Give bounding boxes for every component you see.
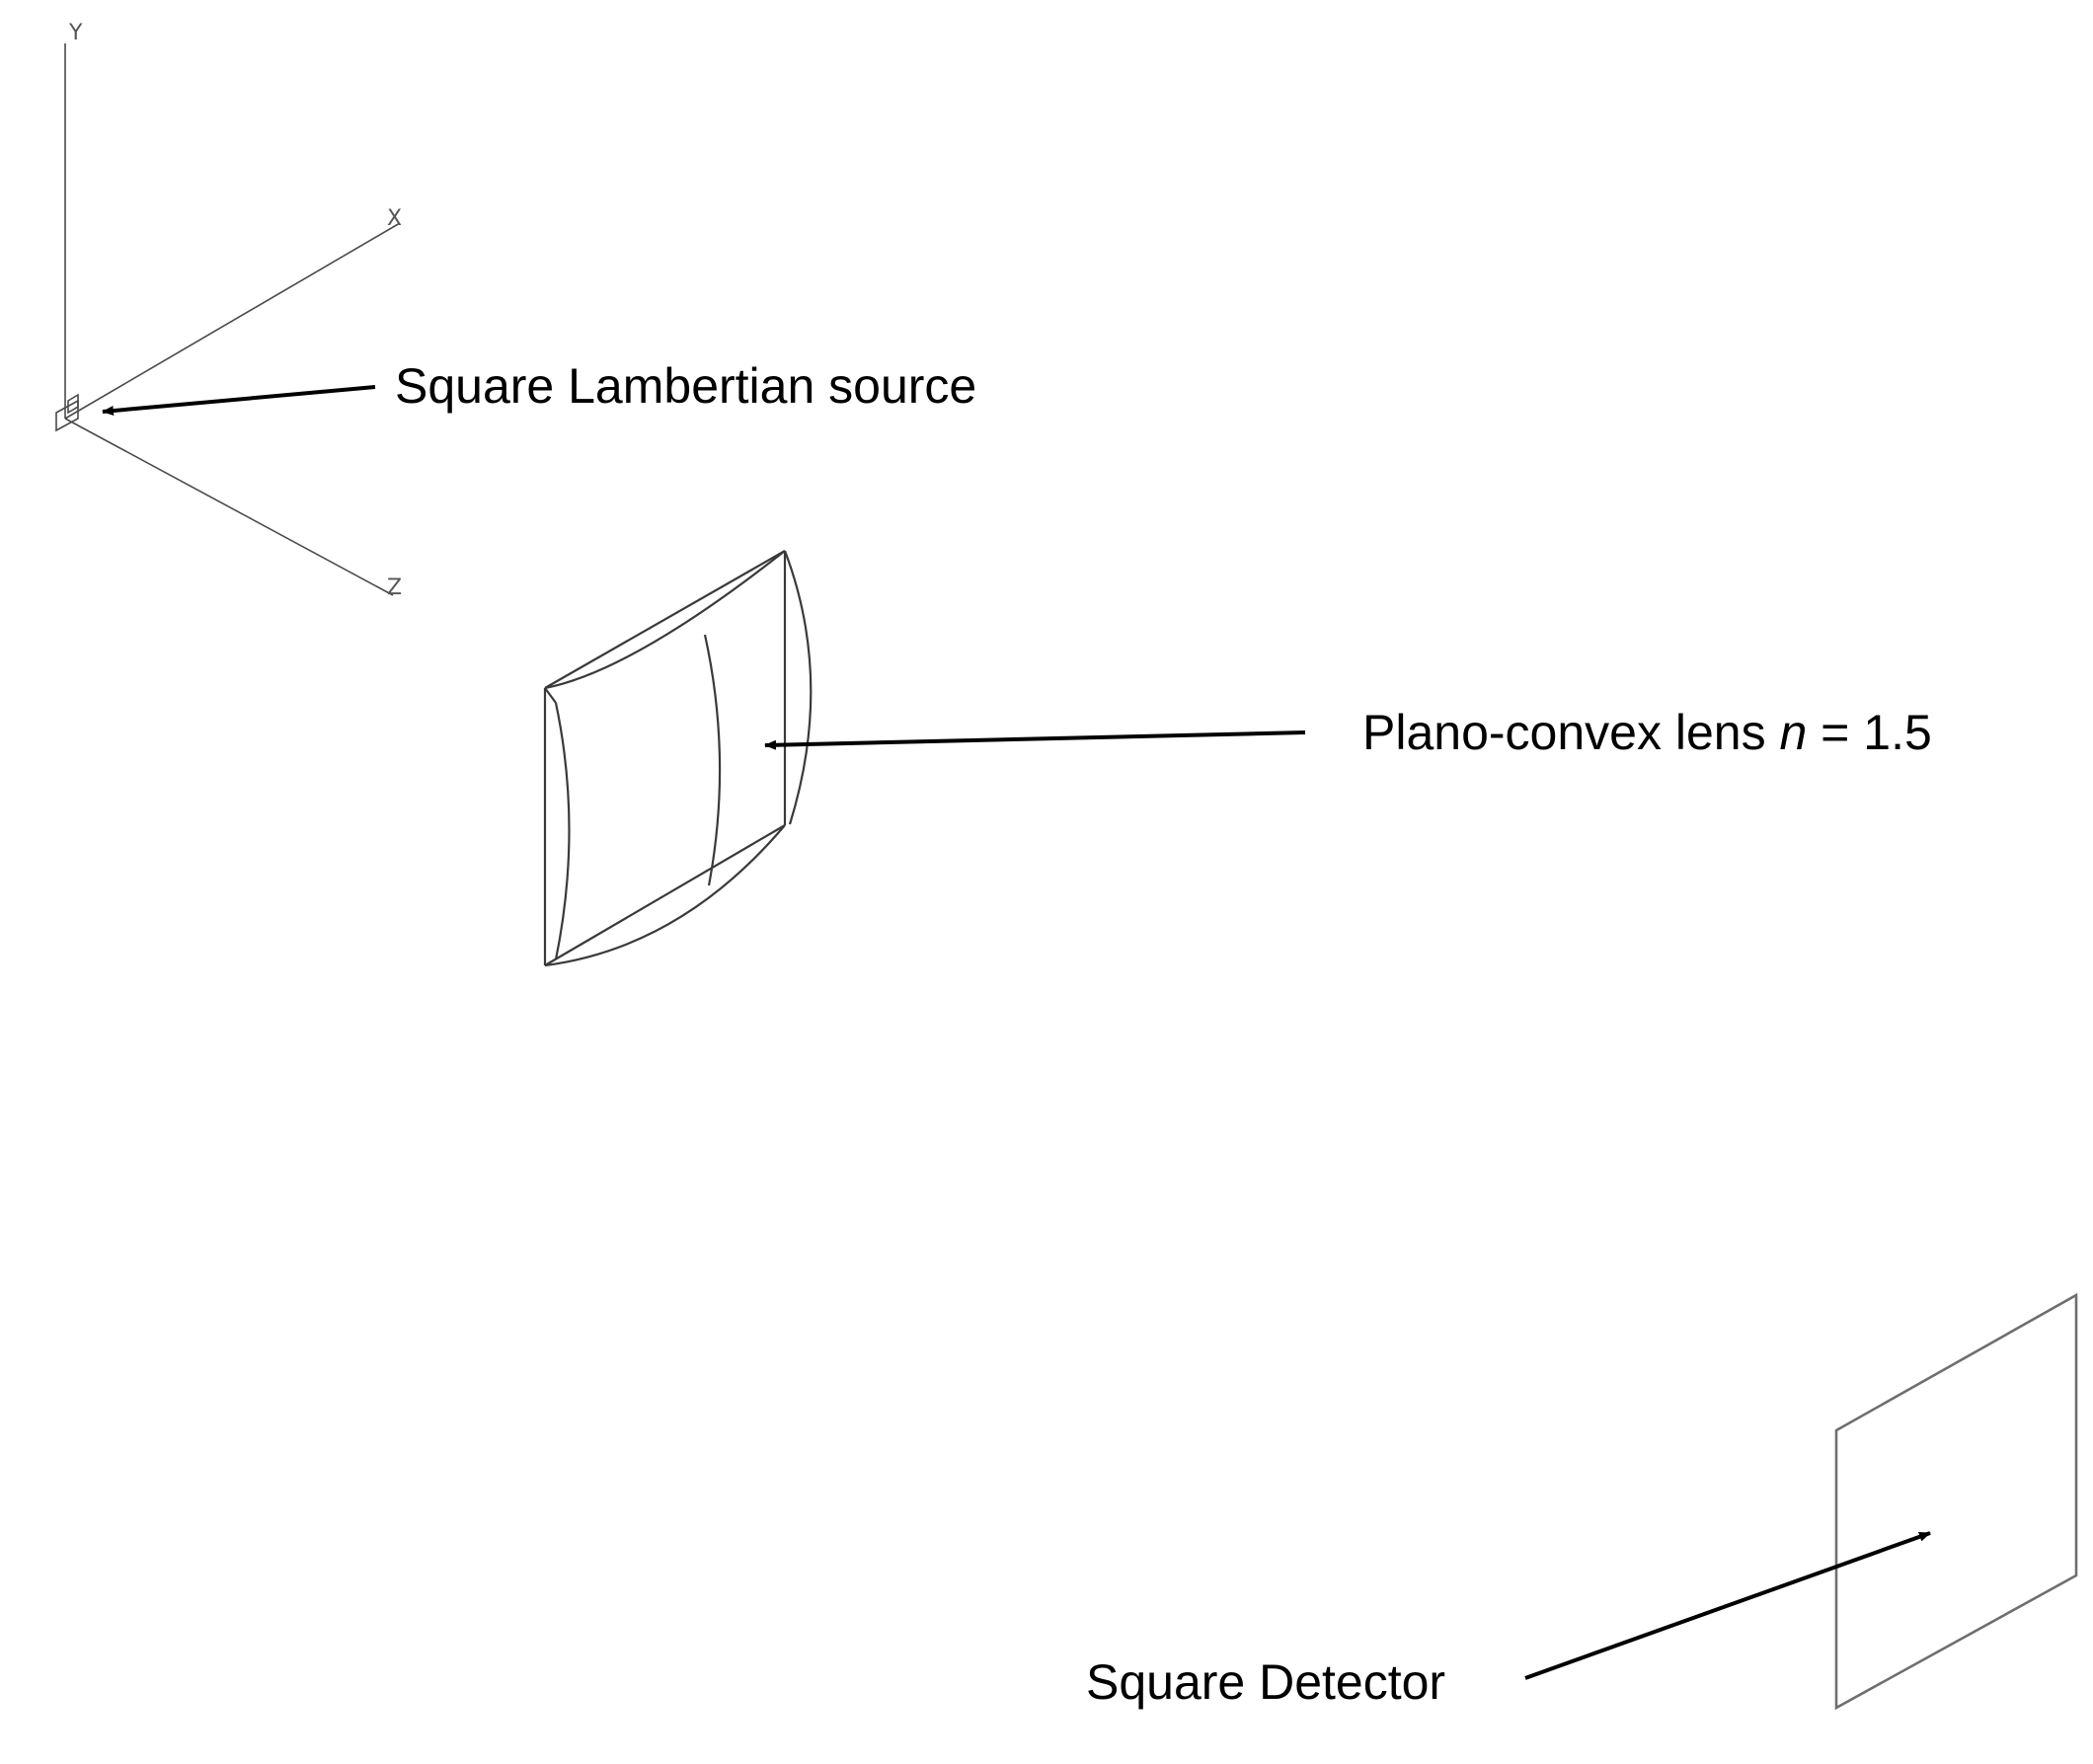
z-axis-label: Z bbox=[387, 575, 402, 600]
plano-convex-lens-shape bbox=[543, 550, 813, 967]
source-label: Square Lambertian source bbox=[395, 358, 976, 414]
detector-label: Square Detector bbox=[1086, 1654, 1445, 1710]
lens-arrow bbox=[764, 730, 1306, 750]
square-detector-shape bbox=[1834, 1292, 2078, 1711]
coordinate-axes: Y X Z bbox=[64, 21, 402, 600]
source-arrow bbox=[102, 385, 376, 416]
x-axis-line bbox=[64, 222, 401, 420]
lens-label-suffix: = 1.5 bbox=[1807, 705, 1932, 760]
lens-label: Plano-convex lens n = 1.5 bbox=[1362, 705, 1932, 760]
lambertian-source-shape bbox=[55, 393, 79, 432]
lens-label-prefix: Plano-convex lens bbox=[1362, 705, 1779, 760]
y-axis-label: Y bbox=[68, 21, 83, 45]
detector-arrow bbox=[1524, 1531, 1931, 1680]
lens-label-symbol: n bbox=[1779, 705, 1807, 760]
x-axis-label: X bbox=[387, 206, 402, 231]
z-axis-line bbox=[64, 418, 394, 596]
